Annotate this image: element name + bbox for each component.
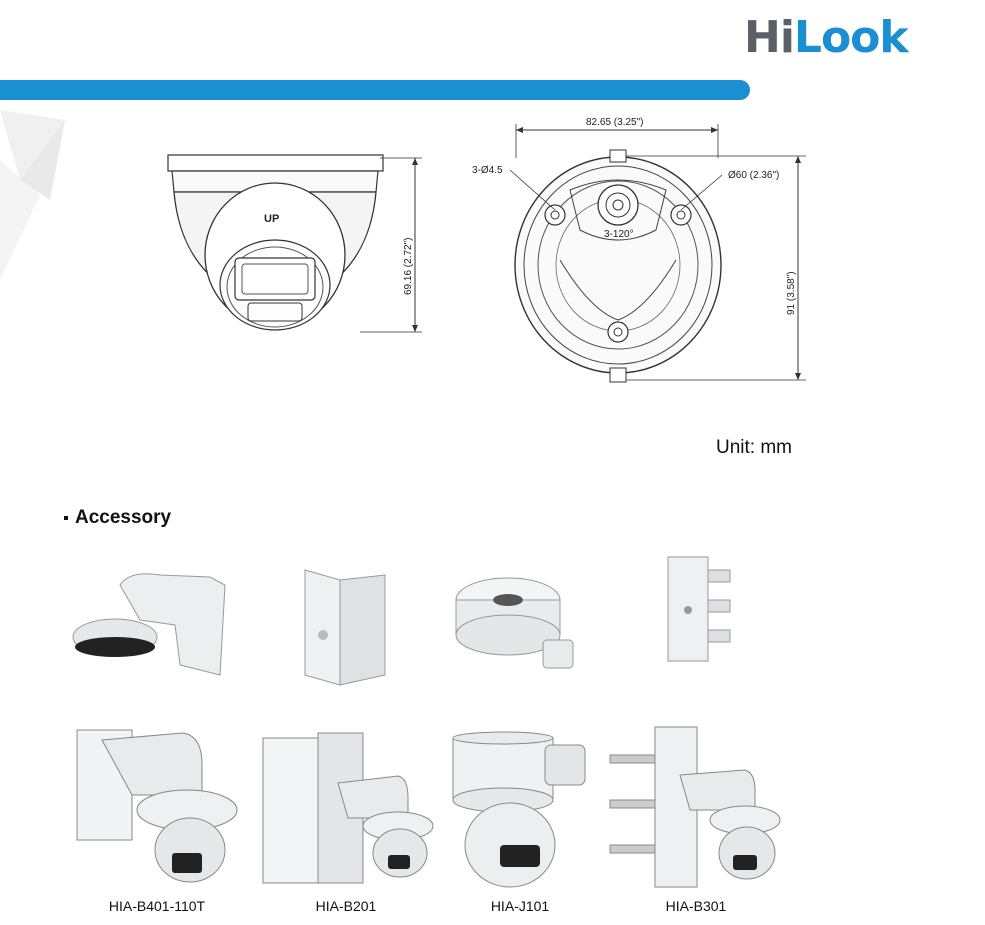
unit-label: Unit: mm — [716, 437, 792, 458]
caption-hia-b401: HIA-B401-110T — [108, 898, 206, 914]
header-bar — [0, 80, 750, 100]
decorative-shards — [0, 110, 65, 280]
hole-diameter-label: 3-Ø4.5 — [472, 165, 503, 176]
hia-j101-mounted-camera-image — [452, 731, 586, 888]
caption-hia-b301: HIA-B301 — [665, 898, 727, 914]
corner-mount-plate-image — [304, 569, 386, 686]
angle-label: 3-120° — [604, 229, 634, 240]
circle-diameter-label: Ø60 (2.36") — [728, 170, 779, 181]
bullet-square-icon — [64, 516, 68, 520]
pole-mount-plate-image — [667, 556, 731, 662]
caption-hia-j101: HIA-J101 — [490, 898, 550, 914]
logo-text-look: Look — [793, 12, 909, 63]
hia-b301-mounted-camera-image — [609, 726, 781, 888]
hia-b401-mounted-camera-image — [76, 729, 238, 883]
camera-up-marking: UP — [264, 213, 279, 225]
caption-hia-b201: HIA-B201 — [315, 898, 377, 914]
logo-text-hi: Hi — [744, 12, 795, 63]
front-height-dimension: 69.16 (2.72") — [403, 238, 414, 295]
camera-base-view-drawing: 82.65 (3.25") 91 (3.58") 3-Ø4.5 Ø60 (2.3… — [472, 117, 806, 383]
base-height-dimension: 91 (3.58") — [786, 271, 797, 315]
accessory-title-text: Accessory — [75, 507, 172, 528]
hia-b201-mounted-camera-image — [262, 732, 434, 884]
camera-front-view-drawing: UP 69.16 (2.72") — [167, 154, 422, 333]
base-width-dimension: 82.65 (3.25") — [586, 117, 643, 128]
accessory-section-title: Accessory — [64, 507, 171, 529]
wall-mount-bracket-image — [72, 573, 226, 676]
junction-box-image — [455, 577, 574, 669]
